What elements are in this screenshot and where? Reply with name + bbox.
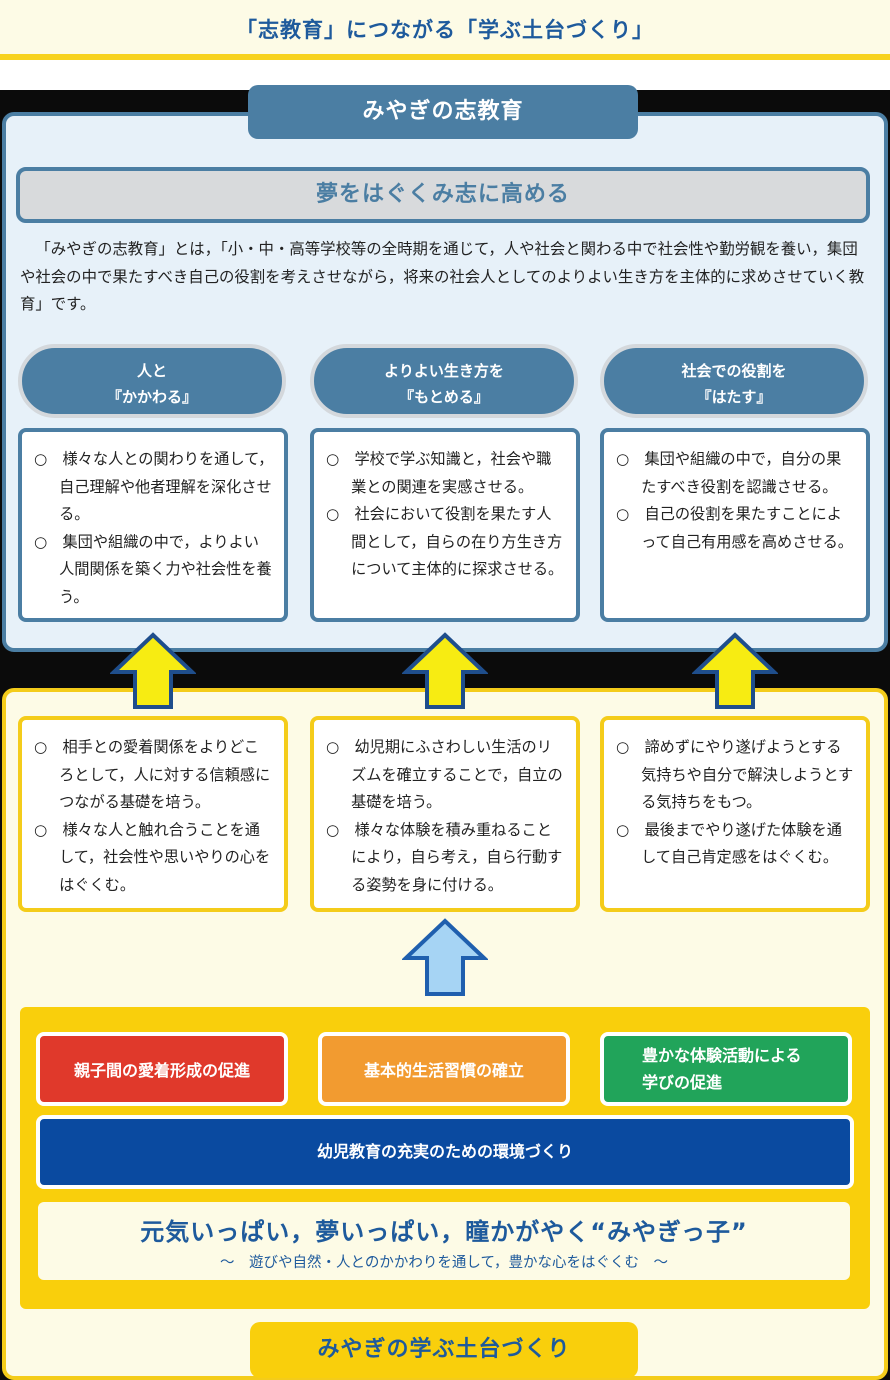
slogan-main: 元気いっぱい，夢いっぱい，瞳かがやく“みやぎっ子” — [140, 1218, 748, 1246]
pillar-hatasu: 社会での役割を 『はたす』 — [600, 344, 868, 418]
list-item: ○ 諦めずにやり遂げようとする気持ちや自分で解決しようとする気持ちをもつ。 — [616, 738, 854, 811]
foundation-title: みやぎの学ぶ土台づくり — [250, 1322, 638, 1378]
list-item: ○ 最後までやり遂げた体験を通して自己肯定感をはぐくむ。 — [616, 820, 842, 867]
pillar-hatasu-line2: 『はたす』 — [696, 388, 772, 406]
list-item: ○ 幼児期にふさわしい生活のリズムを確立することで，自立の基礎を培う。 — [326, 738, 563, 811]
strategy-experience-line2: 学びの促進 — [642, 1073, 723, 1092]
strategy-experience-line1: 豊かな体験活動による — [642, 1046, 802, 1065]
strategy-habits: 基本的生活習慣の確立 — [318, 1032, 570, 1106]
up-arrow-icon — [692, 632, 778, 709]
strategy-habits-label: 基本的生活習慣の確立 — [363, 1061, 524, 1080]
list-item: ○ 社会において役割を果たす人間として，自らの在り方生き方について主体的に探求さ… — [326, 505, 564, 578]
foundation-card-habits: ○ 幼児期にふさわしい生活のリズムを確立することで，自立の基礎を培う。 ○ 様々… — [310, 716, 580, 912]
slogan-sub: ～ 遊びや自然・人とのかかわりを通して，豊かな心をはぐくむ ～ — [220, 1255, 668, 1271]
pillar-hatasu-line1: 社会での役割を — [681, 362, 787, 380]
strategy-attachment-label: 親子間の愛着形成の促進 — [73, 1061, 250, 1080]
pillar-kakawaru-line1: 人と — [136, 362, 167, 380]
header-banner: 「志教育」につながる「学ぶ土台づくり」 — [0, 0, 890, 60]
slogan-box: 元気いっぱい，夢いっぱい，瞳かがやく“みやぎっ子” ～ 遊びや自然・人とのかかわ… — [38, 1202, 850, 1280]
shi-education-title: みやぎの志教育 — [248, 85, 638, 139]
list-item: ○ 集団や組織の中で，自分の果たすべき役割を認識させる。 — [616, 450, 842, 496]
foundation-card-attachment: ○ 相手との愛着関係をよりどころとして，人に対する信頼感につながる基礎を培う。 … — [18, 716, 288, 912]
up-arrow-icon — [402, 632, 488, 709]
list-item: ○ 様々な人と触れ合うことを通して，社会性や思いやりの心をはぐくむ。 — [34, 820, 271, 894]
goal-box: 夢をはぐくみ志に高める — [16, 167, 870, 223]
pillar-motomeru-line1: よりよい生き方を — [384, 362, 504, 380]
list-item: ○ 様々な人との関わりを通して，自己理解や他者理解を深化させる。 — [34, 450, 274, 523]
pillar-kakawaru-card: ○ 様々な人との関わりを通して，自己理解や他者理解を深化させる。 ○ 集団や組織… — [18, 428, 288, 622]
environment-bar: 幼児教育の充実のための環境づくり — [36, 1115, 854, 1189]
strategy-attachment: 親子間の愛着形成の促進 — [36, 1032, 288, 1106]
pillar-motomeru: よりよい生き方を 『もとめる』 — [310, 344, 578, 418]
pillar-motomeru-line2: 『もとめる』 — [399, 388, 489, 406]
description-text: 「みやぎの志教育」とは，「小・中・高等学校等の全時期を通じて，人や社会と関わる中… — [20, 240, 865, 313]
pillar-kakawaru-line2: 『かかわる』 — [106, 388, 197, 406]
up-arrow-icon — [402, 918, 488, 996]
list-item: ○ 集団や組織の中で，よりよい人間関係を築く力や社会性を養う。 — [34, 532, 272, 606]
pillar-kakawaru: 人と 『かかわる』 — [18, 344, 286, 418]
pillar-hatasu-card: ○ 集団や組織の中で，自分の果たすべき役割を認識させる。 ○ 自己の役割を果たす… — [600, 428, 870, 622]
list-item: ○ 学校で学ぶ知識と，社会や職業との関連を実感させる。 — [326, 450, 552, 496]
list-item: ○ 相手との愛着関係をよりどころとして，人に対する信頼感につながる基礎を培う。 — [34, 738, 271, 811]
list-item: ○ 様々な体験を積み重ねることにより，自ら考え，自ら行動する姿勢を身に付ける。 — [326, 820, 563, 894]
list-item: ○ 自己の役割を果たすことによって自己有用感を高めさせる。 — [616, 505, 853, 551]
header-title: 「志教育」につながる「学ぶ土台づくり」 — [236, 18, 654, 42]
up-arrow-icon — [110, 632, 196, 709]
foundation-card-experience: ○ 諦めずにやり遂げようとする気持ちや自分で解決しようとする気持ちをもつ。 ○ … — [600, 716, 870, 912]
pillar-motomeru-card: ○ 学校で学ぶ知識と，社会や職業との関連を実感させる。 ○ 社会において役割を果… — [310, 428, 580, 622]
strategy-experience: 豊かな体験活動による 学びの促進 — [600, 1032, 852, 1106]
